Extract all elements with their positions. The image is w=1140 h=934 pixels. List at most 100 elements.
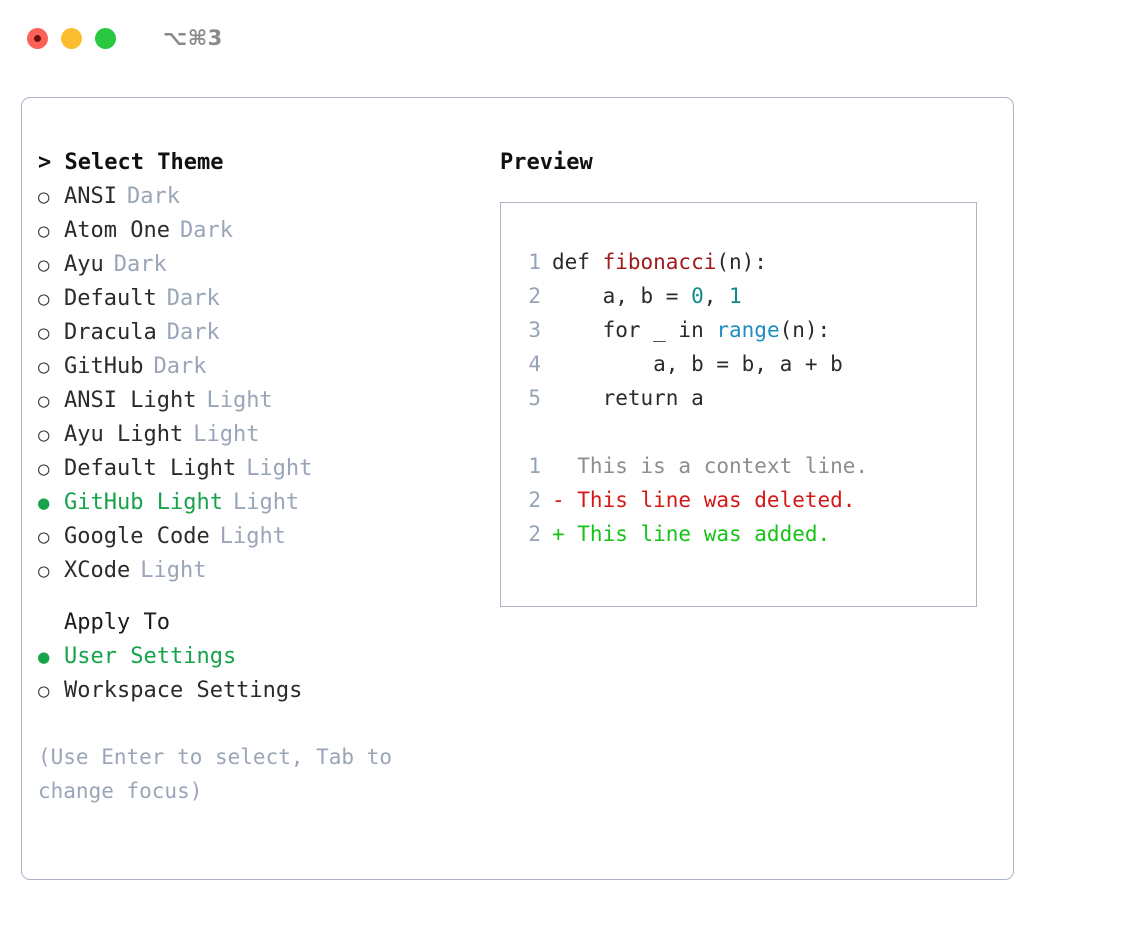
code-token: return a bbox=[552, 386, 704, 410]
line-number: 1 bbox=[528, 454, 541, 478]
code-line: 4 a, b = b, a + b bbox=[513, 347, 976, 381]
theme-option-variant: Light bbox=[140, 558, 207, 583]
theme-option-variant: Dark bbox=[113, 252, 167, 277]
apply-to-list: ●User Settings○Workspace Settings bbox=[38, 640, 468, 708]
spacer bbox=[38, 708, 468, 740]
line-number: 1 bbox=[528, 250, 541, 274]
theme-option-label: Default Light bbox=[64, 456, 237, 481]
theme-option-dracula[interactable]: ○ Dracula Dark bbox=[38, 316, 468, 350]
diff-text: - This line was deleted. bbox=[552, 488, 856, 512]
line-number: 5 bbox=[528, 386, 541, 410]
theme-option-label: Atom One bbox=[64, 218, 170, 243]
keyboard-shortcut-label: ⌥⌘3 bbox=[163, 26, 223, 50]
zoom-window-button[interactable] bbox=[95, 27, 116, 49]
apply-option-label: User Settings bbox=[64, 644, 237, 669]
theme-option-ayu-light[interactable]: ○ Ayu Light Light bbox=[38, 418, 468, 452]
select-theme-title: Select Theme bbox=[64, 150, 224, 175]
theme-option-label: GitHub bbox=[64, 354, 144, 379]
preview-title: Preview bbox=[500, 150, 593, 175]
code-token: (n): bbox=[779, 318, 831, 342]
code-line: 1 def fibonacci(n): bbox=[513, 245, 976, 279]
diff-text: + This line was added. bbox=[552, 522, 831, 546]
code-token: for _ in bbox=[552, 318, 717, 342]
code-token: (n): bbox=[716, 250, 767, 274]
code-line: 3 for _ in range(n): bbox=[513, 313, 976, 347]
code-line: 2 a, b = 0, 1 bbox=[513, 279, 976, 313]
radio-unselected-icon: ○ bbox=[38, 288, 50, 310]
spacer bbox=[513, 415, 976, 449]
close-icon bbox=[34, 34, 41, 42]
theme-option-ansi[interactable]: ○ ANSI Dark bbox=[38, 180, 468, 214]
theme-option-label: ANSI Light bbox=[64, 388, 197, 413]
theme-option-variant: Light bbox=[232, 490, 300, 515]
radio-unselected-icon: ○ bbox=[38, 526, 50, 548]
line-number: 2 bbox=[528, 488, 541, 512]
code-text: a, b = 0, 1 bbox=[552, 279, 742, 313]
radio-unselected-icon: ○ bbox=[38, 322, 50, 344]
code-line: 5 return a bbox=[513, 381, 976, 415]
theme-option-variant: Light bbox=[246, 456, 313, 481]
radio-unselected-icon: ○ bbox=[38, 220, 50, 242]
line-number: 2 bbox=[528, 284, 541, 308]
theme-option-label: Ayu bbox=[64, 252, 104, 277]
apply-option-user-settings[interactable]: ●User Settings bbox=[38, 640, 468, 674]
diff-line: 2 + This line was added. bbox=[513, 517, 976, 551]
code-token: fibonacci bbox=[602, 250, 717, 274]
radio-unselected-icon: ○ bbox=[38, 186, 50, 208]
keyboard-hint-text: (Use Enter to select, Tab to change focu… bbox=[38, 745, 405, 803]
radio-unselected-icon: ○ bbox=[38, 424, 50, 446]
code-text: def fibonacci(n): bbox=[552, 245, 767, 279]
theme-option-label: Ayu Light bbox=[64, 422, 184, 447]
radio-unselected-icon: ○ bbox=[38, 680, 50, 702]
code-token: range bbox=[716, 318, 780, 342]
theme-option-label: Google Code bbox=[64, 524, 210, 549]
diff-line: 2 - This line was deleted. bbox=[513, 483, 976, 517]
theme-option-atom-one[interactable]: ○ Atom One Dark bbox=[38, 214, 468, 248]
title-bar: ⌥⌘3 bbox=[0, 0, 1140, 76]
theme-option-variant: Dark bbox=[166, 286, 220, 311]
code-token: , bbox=[703, 284, 730, 308]
theme-option-default[interactable]: ○ Default Dark bbox=[38, 282, 468, 316]
theme-option-variant: Dark bbox=[166, 320, 220, 345]
line-number: 2 bbox=[528, 522, 541, 546]
diff-text: This is a context line. bbox=[552, 454, 869, 478]
close-window-button[interactable] bbox=[27, 27, 48, 49]
diff-line: 1 This is a context line. bbox=[513, 449, 976, 483]
minimize-window-button[interactable] bbox=[61, 27, 82, 49]
theme-option-variant: Light bbox=[206, 388, 273, 413]
code-token: a, b = bbox=[552, 284, 692, 308]
theme-option-variant: Dark bbox=[126, 184, 180, 209]
theme-option-label: Dracula bbox=[64, 320, 157, 345]
apply-to-header: Apply To bbox=[64, 610, 170, 635]
code-text: a, b = b, a + b bbox=[552, 347, 843, 381]
line-number: 3 bbox=[528, 318, 541, 342]
theme-option-ansi-light[interactable]: ○ ANSI Light Light bbox=[38, 384, 468, 418]
select-theme-header: > Select Theme bbox=[38, 146, 468, 180]
theme-option-label: ANSI bbox=[64, 184, 117, 209]
theme-option-label: Default bbox=[64, 286, 157, 311]
theme-option-github[interactable]: ○ GitHub Dark bbox=[38, 350, 468, 384]
traffic-light-group bbox=[27, 27, 116, 49]
code-text: for _ in range(n): bbox=[552, 313, 831, 347]
radio-unselected-icon: ○ bbox=[38, 390, 50, 412]
apply-option-workspace-settings[interactable]: ○Workspace Settings bbox=[38, 674, 468, 708]
theme-option-variant: Light bbox=[193, 422, 260, 447]
theme-option-variant: Dark bbox=[153, 354, 207, 379]
spacer bbox=[38, 588, 468, 606]
diff-preview: 1 This is a context line. 2 - This line wa… bbox=[513, 449, 976, 551]
radio-unselected-icon: ○ bbox=[38, 560, 50, 582]
theme-option-variant: Dark bbox=[179, 218, 233, 243]
radio-unselected-icon: ○ bbox=[38, 356, 50, 378]
caret-icon: > bbox=[38, 150, 52, 175]
